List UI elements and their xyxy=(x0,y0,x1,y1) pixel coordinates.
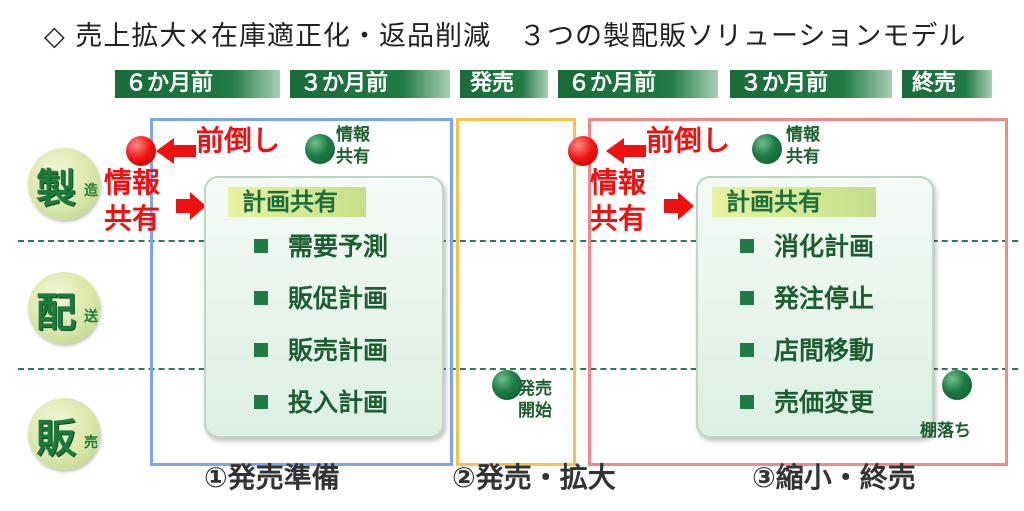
row-divider-2 xyxy=(18,368,1018,370)
phase3-info-share-dot xyxy=(752,134,782,164)
timeline-3m-before-end: ３か月前 xyxy=(730,70,892,98)
row-sublabel-manufacturing: 造 xyxy=(84,183,98,199)
phase2-launch-dot xyxy=(492,370,522,400)
phase3-info-label-2: 共有 xyxy=(590,202,647,235)
bullet-square-icon xyxy=(254,239,268,253)
timeline-6m-before-launch: ６か月前 xyxy=(115,70,280,98)
phase3-start-red-dot xyxy=(568,136,598,166)
phase3-plan-share-box xyxy=(696,176,934,438)
row-label-retail: 販 xyxy=(36,416,76,462)
phase2-name: ②発売・拡大 xyxy=(452,461,616,494)
phase1-plan-share-box xyxy=(204,176,444,438)
phase3-info-share-arrow-icon xyxy=(664,192,694,220)
row-circle-manufacturing xyxy=(28,148,100,220)
phase3-pull-forward-arrow-icon xyxy=(606,138,646,164)
phase1-info-share-dot xyxy=(305,134,335,164)
row-circle-retail xyxy=(28,398,100,470)
timeline-launch: 発売 xyxy=(460,70,548,98)
phase3-name: ③縮小・終売 xyxy=(752,461,916,494)
phase1-frame xyxy=(150,118,453,466)
phase1-info-label-2: 共有 xyxy=(104,202,161,235)
bullet-square-icon xyxy=(740,291,754,305)
timeline-6m-before-end: ６か月前 xyxy=(558,70,718,98)
phase3-info-share-top-label: 情報 共有 xyxy=(786,125,820,167)
phase3-item-consumption-plan: 消化計画 xyxy=(740,227,874,263)
phase1-info-share-top-label: 情報 共有 xyxy=(336,125,370,167)
phase3-item-order-stop: 発注停止 xyxy=(740,279,874,315)
phase1-pull-forward-label: 前倒し xyxy=(196,124,281,157)
bullet-square-icon xyxy=(740,343,754,357)
bullet-square-icon xyxy=(254,343,268,357)
bullet-square-icon xyxy=(740,239,754,253)
phase1-start-red-dot xyxy=(126,136,156,166)
bullet-square-icon xyxy=(254,395,268,409)
bullet-square-icon xyxy=(254,291,268,305)
row-label-distribution: 配 xyxy=(36,290,76,336)
phase1-plan-share-title: 計画共有 xyxy=(228,187,366,217)
phase1-info-share-arrow-icon xyxy=(176,192,206,220)
phase3-info-label-1: 情報 xyxy=(590,166,647,199)
phase1-item-sales-plan: 販売計画 xyxy=(254,331,388,367)
phase3-item-price-change: 売価変更 xyxy=(740,383,874,419)
phase3-frame xyxy=(588,118,1008,466)
row-circle-distribution xyxy=(28,272,100,344)
row-sublabel-distribution: 送 xyxy=(84,309,98,325)
phase2-frame xyxy=(456,118,576,466)
bullet-square-icon xyxy=(740,395,754,409)
phase2-launch-label: 発売 開始 xyxy=(518,379,552,421)
phase3-item-store-transfer: 店間移動 xyxy=(740,331,874,367)
phase3-end-dot xyxy=(942,370,972,400)
phase1-item-input-plan: 投入計画 xyxy=(254,383,388,419)
page-title: ◇ 売上拡大×在庫適正化・返品削減 ３つの製配販ソリューションモデル xyxy=(44,21,967,52)
row-sublabel-retail: 売 xyxy=(84,435,98,451)
timeline-3m-before-launch: ３か月前 xyxy=(290,70,450,98)
phase3-plan-share-title: 計画共有 xyxy=(712,187,876,217)
phase1-pull-forward-arrow-icon xyxy=(156,138,196,164)
phase3-pull-forward-label: 前倒し xyxy=(646,124,731,157)
row-label-manufacturing: 製 xyxy=(36,166,76,212)
timeline-end-of-sale: 終売 xyxy=(902,70,992,98)
phase1-info-label-1: 情報 xyxy=(104,166,161,199)
phase1-item-promotion-plan: 販促計画 xyxy=(254,279,388,315)
phase3-end-label: 棚落ち xyxy=(920,421,971,441)
phase1-name: ①発売準備 xyxy=(204,461,340,494)
row-divider-1 xyxy=(18,240,1018,242)
phase1-item-demand-forecast: 需要予測 xyxy=(254,227,388,263)
